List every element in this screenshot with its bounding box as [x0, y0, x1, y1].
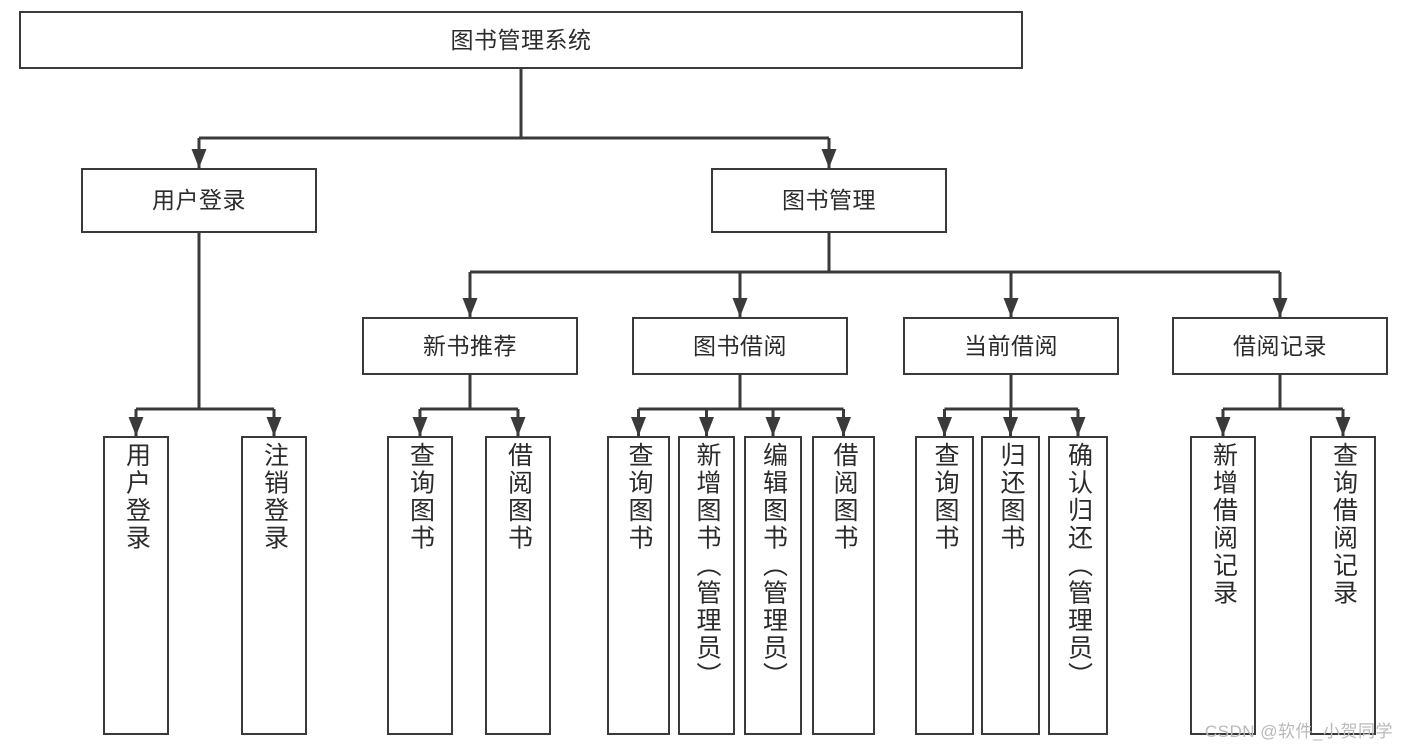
- node-label: 借阅图书: [504, 442, 533, 552]
- node-label: 借阅图书: [830, 442, 858, 552]
- node-label: 查询图书: [406, 442, 435, 552]
- node-book-borrowing[interactable]: 图书借阅: [632, 317, 848, 375]
- node-label: 查询图书: [625, 442, 653, 552]
- leaf-add-borrowing-record[interactable]: 新增借阅记录: [1190, 436, 1256, 735]
- leaf-query-borrowing-record[interactable]: 查询借阅记录: [1310, 436, 1376, 735]
- leaf-user-login[interactable]: 用户登录: [103, 436, 169, 735]
- node-current-borrowing[interactable]: 当前借阅: [903, 317, 1119, 375]
- leaf-confirm-return-admin[interactable]: 确认归还（管理员）: [1048, 436, 1108, 735]
- node-label: 新书推荐: [423, 332, 517, 359]
- node-label: 新增借阅记录: [1209, 442, 1238, 607]
- node-label: 编辑图书（管理员）: [759, 442, 788, 690]
- leaf-query-book-recommendation[interactable]: 查询图书: [387, 436, 453, 735]
- node-root-book-management-system[interactable]: 图书管理系统: [19, 11, 1023, 69]
- node-label: 借阅记录: [1233, 332, 1327, 359]
- leaf-borrow-book-borrowing[interactable]: 借阅图书: [812, 436, 875, 735]
- node-borrowing-record[interactable]: 借阅记录: [1172, 317, 1388, 375]
- leaf-edit-book-admin[interactable]: 编辑图书（管理员）: [744, 436, 802, 735]
- leaf-return-book[interactable]: 归还图书: [981, 436, 1040, 735]
- node-label: 当前借阅: [964, 332, 1058, 359]
- leaf-add-book-admin[interactable]: 新增图书（管理员）: [678, 436, 735, 735]
- node-label: 图书管理: [782, 187, 876, 214]
- node-label: 确认归还（管理员）: [1064, 442, 1093, 690]
- node-label: 用户登录: [122, 442, 151, 552]
- node-label: 图书管理系统: [450, 26, 592, 53]
- node-label: 用户登录: [152, 187, 246, 214]
- leaf-query-book-current[interactable]: 查询图书: [915, 436, 974, 735]
- leaf-logout[interactable]: 注销登录: [241, 436, 307, 735]
- node-user-login[interactable]: 用户登录: [81, 168, 317, 233]
- node-label: 注销登录: [260, 442, 289, 552]
- leaf-query-book-borrowing[interactable]: 查询图书: [607, 436, 670, 735]
- node-label: 图书借阅: [693, 332, 787, 359]
- node-book-management[interactable]: 图书管理: [711, 168, 947, 233]
- node-label: 查询借阅记录: [1329, 442, 1358, 607]
- node-label: 归还图书: [997, 442, 1025, 552]
- leaf-borrow-book-recommendation[interactable]: 借阅图书: [485, 436, 551, 735]
- node-label: 新增图书（管理员）: [693, 442, 721, 690]
- node-new-book-recommendation[interactable]: 新书推荐: [362, 317, 578, 375]
- node-label: 查询图书: [931, 442, 959, 552]
